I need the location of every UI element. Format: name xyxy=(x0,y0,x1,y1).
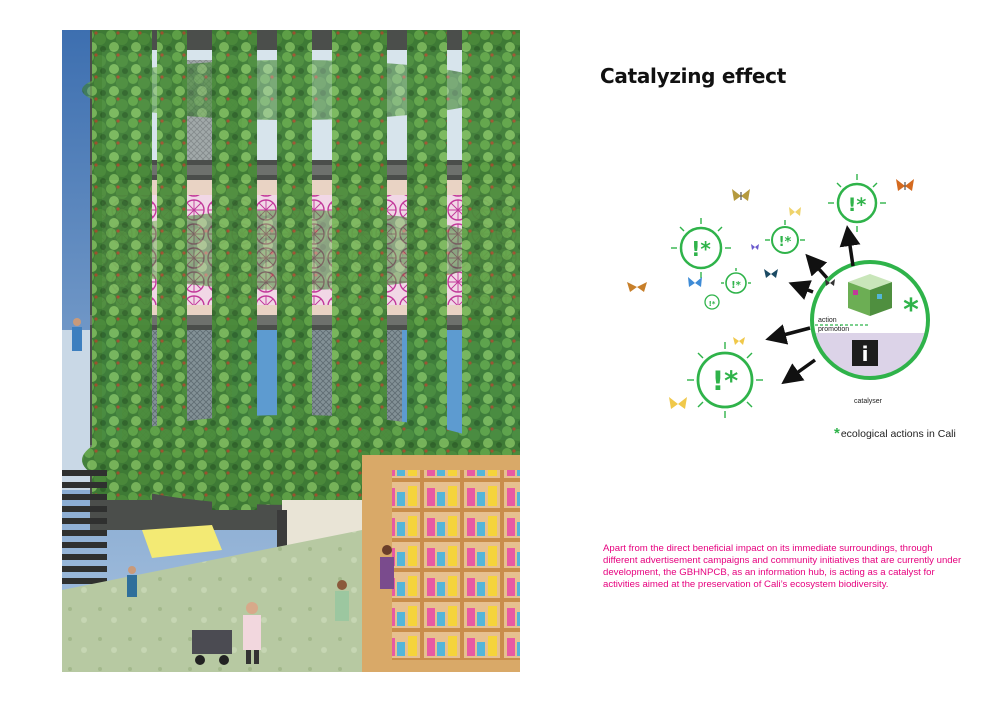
legend-star-icon: * xyxy=(834,425,840,442)
facade-illustration xyxy=(62,30,520,672)
butterfly-icons xyxy=(627,179,914,409)
action-icon: !* xyxy=(712,366,738,397)
label-promotion: promotion xyxy=(818,326,849,333)
action-icon: !* xyxy=(848,194,867,216)
action-icon: !* xyxy=(691,237,711,261)
info-icon-box xyxy=(852,340,878,366)
building-facade-rendering xyxy=(62,30,520,672)
action-icon: !* xyxy=(731,280,742,291)
glow-rays xyxy=(671,174,886,418)
description-paragraph: Apart from the direct beneficial impact … xyxy=(603,543,962,590)
legend-text: ecological actions in Cali xyxy=(840,428,956,440)
page-title: Catalyzing effect xyxy=(600,64,786,88)
legend: *ecological actions in Cali xyxy=(834,425,956,442)
hub-star-icon: * xyxy=(903,293,919,328)
catalyst-arrows xyxy=(765,225,861,385)
action-icon: !* xyxy=(779,235,792,250)
catalyst-diagram: * action promotion i catalyser xyxy=(615,170,955,450)
label-action: action xyxy=(818,317,837,324)
action-icon: !* xyxy=(709,300,716,308)
catalyser-hub: * action promotion i xyxy=(810,260,930,380)
ecological-action-nodes xyxy=(679,182,878,409)
label-catalyser: catalyser xyxy=(854,398,883,405)
info-icon: i xyxy=(862,342,869,366)
building-cube-icon xyxy=(848,274,892,316)
action-symbols: !* !* !* !* !* !* xyxy=(691,194,866,397)
